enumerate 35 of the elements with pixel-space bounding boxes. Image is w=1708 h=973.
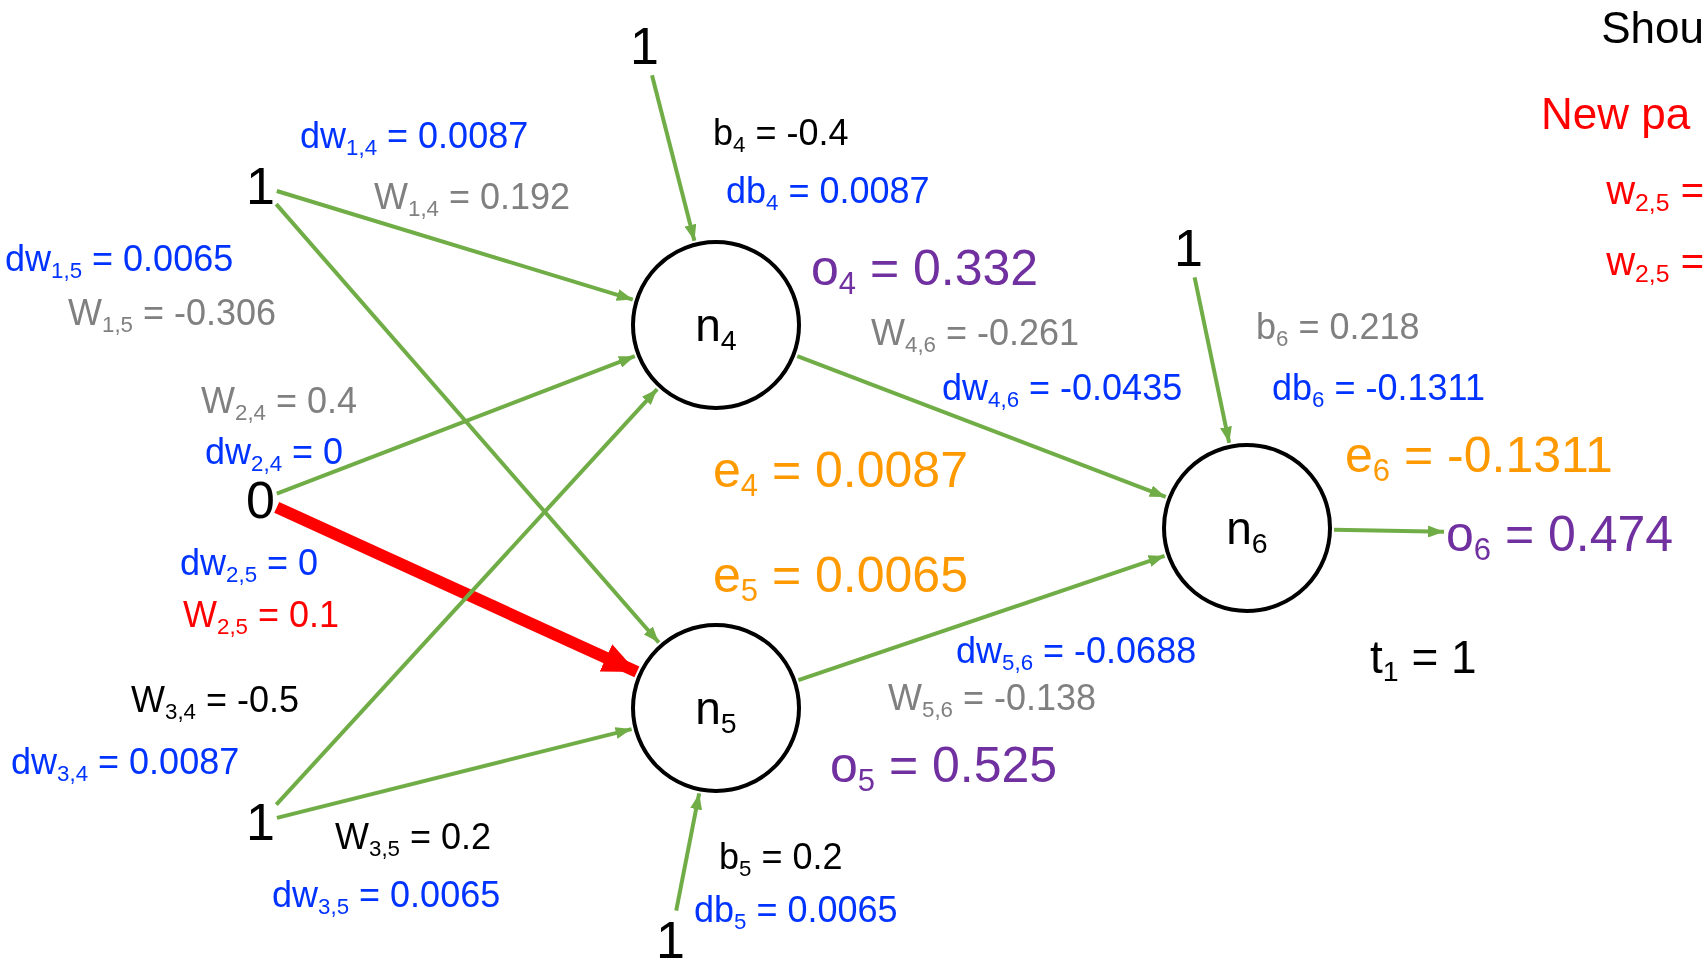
arrow xyxy=(1333,525,1445,538)
arrow xyxy=(796,354,1167,499)
output-label: o$_{4}$ = 0.332 xyxy=(811,241,1039,295)
bias-gradient-label: db$_{5}$ = 0.0065 xyxy=(694,891,898,929)
heading-text: New pa xyxy=(1541,90,1691,138)
arrow xyxy=(797,554,1166,682)
output-label: o$_{5}$ = 0.525 xyxy=(830,738,1058,792)
arrow xyxy=(276,189,634,302)
heading-text: Shou xyxy=(1601,4,1704,52)
bias-label: b$_{5}$ = 0.2 xyxy=(719,838,843,876)
arrow xyxy=(274,202,661,644)
bias-input-value: 1 xyxy=(656,912,685,968)
neuron-circle: n$_{5}$ xyxy=(631,623,801,793)
target-label: t$_{1}$ = 1 xyxy=(1370,632,1477,682)
arrow xyxy=(274,501,640,678)
bias-label: b$_{4}$ = -0.4 xyxy=(713,114,849,152)
input-value: 1 xyxy=(246,158,275,214)
arrow xyxy=(650,74,697,242)
error-label: e$_{5}$ = 0.0065 xyxy=(713,548,968,602)
arrow xyxy=(274,387,659,807)
error-label: e$_{4}$ = 0.0087 xyxy=(713,443,968,497)
bias-gradient-label: db$_{4}$ = 0.0087 xyxy=(726,172,930,210)
arrow xyxy=(276,354,636,496)
neuron-circle: n$_{4}$ xyxy=(631,240,801,410)
error-label: e$_{6}$ = -0.1311 xyxy=(1345,428,1613,482)
bias-gradient-label: db$_{6}$ = -0.1311 xyxy=(1272,369,1485,407)
arrow xyxy=(276,727,633,820)
bias-input-value: 1 xyxy=(1174,220,1203,276)
bias-input-value: 1 xyxy=(630,18,659,74)
output-value: o$_{6}$ = 0.474 xyxy=(1446,507,1674,561)
neuron-circle: n$_{6}$ xyxy=(1162,443,1332,613)
input-value: 1 xyxy=(246,794,275,850)
bias-label: b$_{6}$ = 0.218 xyxy=(1256,308,1420,346)
arrow xyxy=(1192,276,1232,444)
arrow xyxy=(674,793,702,912)
